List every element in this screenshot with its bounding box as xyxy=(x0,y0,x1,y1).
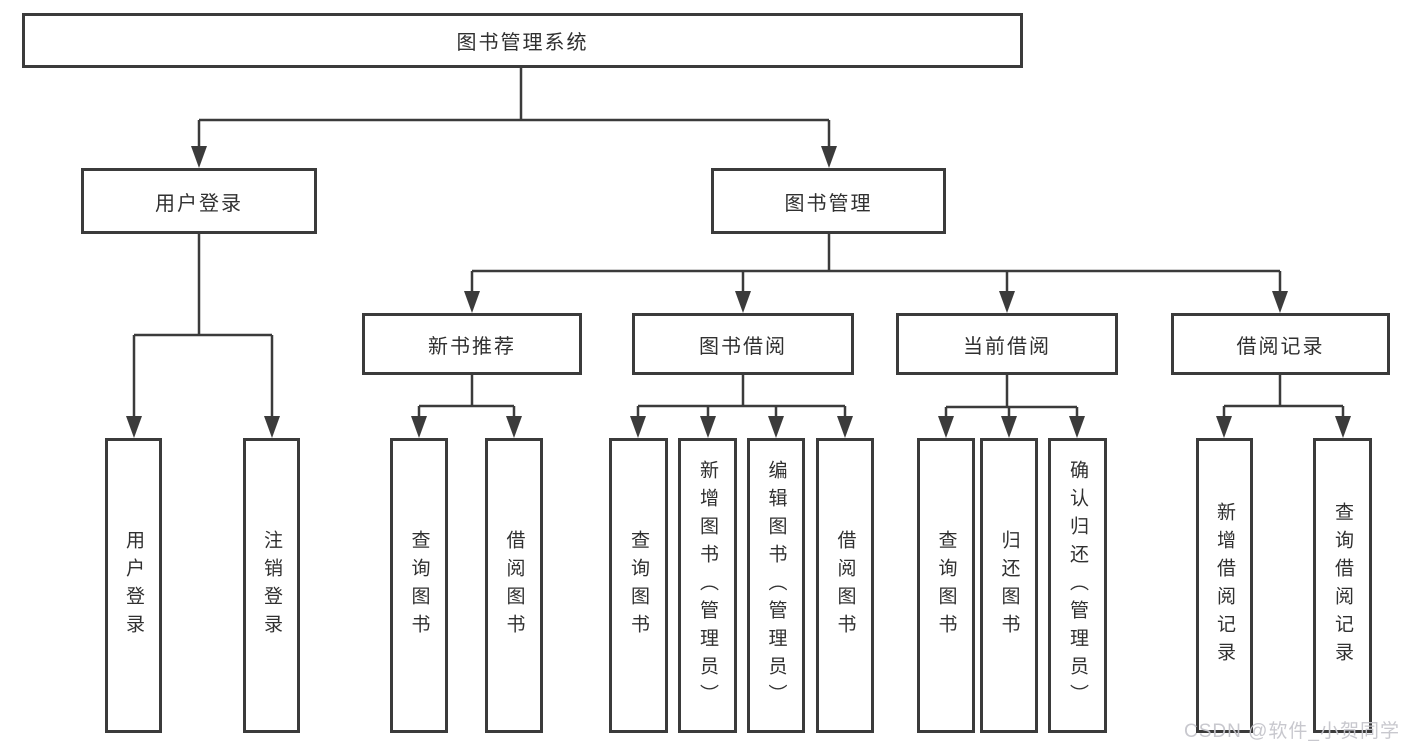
node-root-label: 图书管理系统 xyxy=(456,32,589,54)
leaf-user-login-label: 用户登录 xyxy=(123,529,144,642)
node-root: 图书管理系统 xyxy=(22,13,1023,68)
node-user-login-label: 用户登录 xyxy=(155,192,243,215)
leaf-add-books-admin: 新增图书（管理员） xyxy=(678,438,737,733)
leaf-logout-label: 注销登录 xyxy=(261,529,282,642)
node-new-book-recommendation: 新书推荐 xyxy=(362,313,582,375)
leaf-logout: 注销登录 xyxy=(243,438,300,733)
leaf-borrow-books-1-label: 借阅图书 xyxy=(503,529,525,642)
leaf-confirm-return-admin: 确认归还（管理员） xyxy=(1048,438,1107,733)
leaf-add-borrow-record-label: 新增借阅记录 xyxy=(1214,501,1235,670)
leaf-return-books: 归还图书 xyxy=(980,438,1038,733)
leaf-return-books-label: 归还图书 xyxy=(998,529,1020,642)
leaf-query-books-2: 查询图书 xyxy=(609,438,668,733)
csdn-watermark: CSDN @软件_小贺同学 xyxy=(1184,721,1400,742)
node-book-borrowing: 图书借阅 xyxy=(632,313,854,375)
leaf-edit-books-admin-label: 编辑图书（管理员） xyxy=(765,459,787,712)
leaf-add-borrow-record: 新增借阅记录 xyxy=(1196,438,1253,733)
leaf-query-books-1: 查询图书 xyxy=(390,438,448,733)
leaf-query-books-1-label: 查询图书 xyxy=(408,529,430,642)
leaf-query-books-3-label: 查询图书 xyxy=(935,529,957,642)
node-book-management-label: 图书管理 xyxy=(784,192,873,215)
leaf-edit-books-admin: 编辑图书（管理员） xyxy=(747,438,805,733)
node-book-borrowing-label: 图书借阅 xyxy=(699,335,787,358)
leaf-borrow-books-1: 借阅图书 xyxy=(485,438,543,733)
leaf-confirm-return-admin-label: 确认归还（管理员） xyxy=(1067,459,1088,712)
node-current-borrowing-label: 当前借阅 xyxy=(963,335,1051,358)
leaf-query-books-2-label: 查询图书 xyxy=(628,529,649,642)
leaf-borrow-books-2-label: 借阅图书 xyxy=(834,529,856,642)
node-borrowing-records: 借阅记录 xyxy=(1171,313,1390,375)
node-book-management: 图书管理 xyxy=(711,168,946,234)
node-borrowing-records-label: 借阅记录 xyxy=(1236,335,1325,358)
leaf-query-books-3: 查询图书 xyxy=(917,438,975,733)
node-user-login: 用户登录 xyxy=(81,168,317,234)
leaf-borrow-books-2: 借阅图书 xyxy=(816,438,874,733)
node-current-borrowing: 当前借阅 xyxy=(896,313,1118,375)
arrowheads xyxy=(126,146,1351,438)
leaf-user-login: 用户登录 xyxy=(105,438,162,733)
leaf-query-borrow-record: 查询借阅记录 xyxy=(1313,438,1372,733)
leaf-query-borrow-record-label: 查询借阅记录 xyxy=(1332,501,1353,670)
node-new-book-recommendation-label: 新书推荐 xyxy=(428,335,516,358)
leaf-add-books-admin-label: 新增图书（管理员） xyxy=(697,459,718,712)
